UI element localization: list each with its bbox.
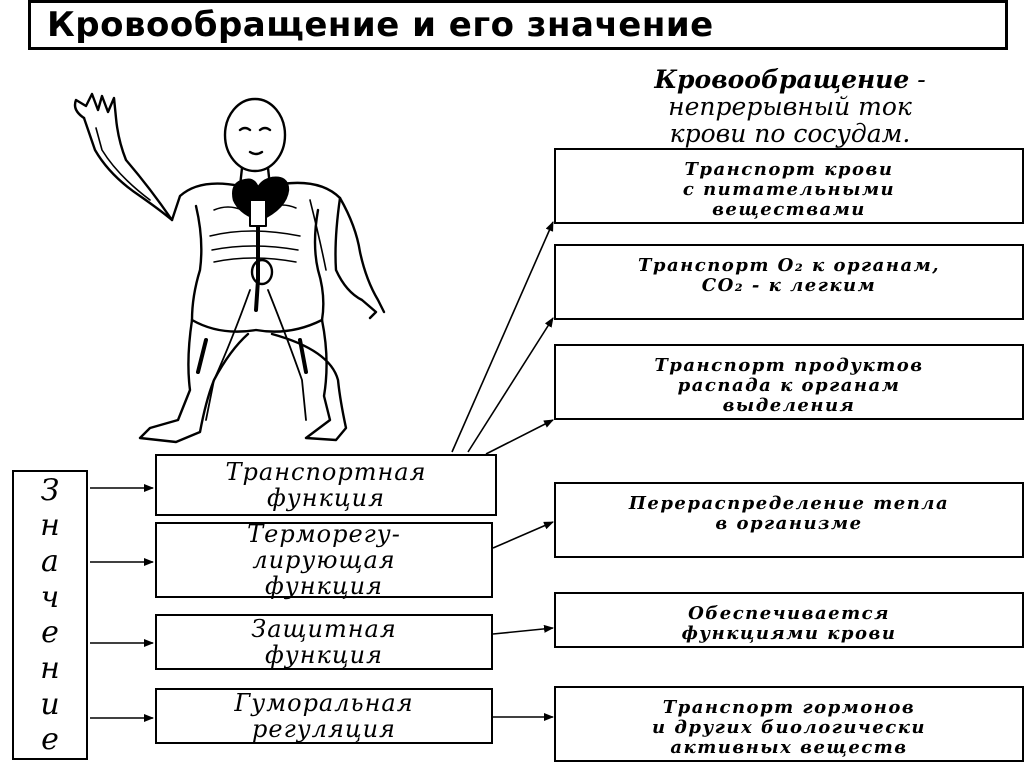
figure-stomach <box>249 199 267 227</box>
box-line: функция <box>267 484 385 512</box>
box-line: с питательными <box>682 179 896 200</box>
figure-leg-veins <box>196 338 308 374</box>
box-line: Обеспечивается <box>688 603 890 624</box>
definition-line-1: Кровообращение - <box>560 66 1020 93</box>
box-line: функциями крови <box>681 623 897 644</box>
significance-side-label: З н а ч е н и е <box>12 470 88 760</box>
definition-line-3: крови по сосудам. <box>669 119 911 148</box>
arrow-to-blood-functions <box>492 624 554 635</box>
arrow-to-gases <box>467 317 554 453</box>
box-line: Гуморальная <box>234 689 414 717</box>
box-line: Защитная <box>251 615 397 643</box>
figure-right-arm-vessel <box>309 199 327 271</box>
definition-term: Кровообращение <box>654 65 910 94</box>
box-line: Транспортная <box>225 458 427 486</box>
page-title-text: Кровообращение и его значение <box>47 5 714 45</box>
box-line: Транспорт O₂ к органам, <box>637 255 941 276</box>
gas-transport-box: Транспорт O₂ к органам,CO₂ - к легким <box>554 244 1024 320</box>
box-line: Перераспределение тепла <box>628 493 950 514</box>
side-letter: н <box>40 508 60 544</box>
box-line: выделения <box>722 395 856 416</box>
box-line: в организме <box>715 513 863 534</box>
box-line: распада к органам <box>677 375 901 396</box>
definition-dash: - <box>909 65 926 94</box>
figure-pelvis <box>190 318 324 333</box>
box-line: лирующая <box>252 546 396 574</box>
figure-left-leg <box>138 318 250 444</box>
box-line: Транспорт гормонов <box>662 697 916 718</box>
figure-head <box>223 97 287 173</box>
box-line: регуляция <box>252 715 396 743</box>
figure-raised-arm <box>73 92 174 222</box>
arrow-to-waste <box>485 419 554 455</box>
box-line: функция <box>265 572 383 600</box>
side-letter: е <box>41 722 59 758</box>
box-line: активных веществ <box>670 737 908 758</box>
side-letter: е <box>41 615 59 651</box>
figure-bladder <box>250 258 274 286</box>
box-line: Транспорт крови <box>684 159 894 180</box>
definition-line-2: непрерывный ток <box>668 92 912 121</box>
heart-icon <box>232 176 290 222</box>
arrow-to-heat <box>492 521 554 549</box>
definition: Кровообращение - непрерывный ток крови п… <box>560 66 1020 147</box>
page-title: Кровообращение и его значение <box>28 0 1008 50</box>
figure-right-leg <box>270 318 348 442</box>
side-letter: ч <box>40 579 60 615</box>
figure-face <box>238 126 272 156</box>
figure-aorta <box>254 218 260 312</box>
figure-torso-sides <box>190 204 325 322</box>
side-letter: а <box>41 543 59 579</box>
side-letter: н <box>40 650 60 686</box>
box-line: Терморегу- <box>247 520 401 548</box>
arrow-to-nutrients <box>451 221 554 453</box>
box-line: CO₂ - к легким <box>701 275 877 296</box>
figure-right-arm <box>334 196 378 320</box>
box-line: Транспорт продуктов <box>654 355 924 376</box>
figure-shoulders <box>82 116 386 314</box>
box-line: и других биологически <box>652 717 926 738</box>
box-line: веществами <box>712 199 866 220</box>
figure-leg-vessels <box>205 289 307 421</box>
box-line: функция <box>265 641 383 669</box>
side-letter: и <box>40 686 60 722</box>
figure-arm-artery <box>95 127 151 201</box>
side-letter: З <box>40 472 60 508</box>
